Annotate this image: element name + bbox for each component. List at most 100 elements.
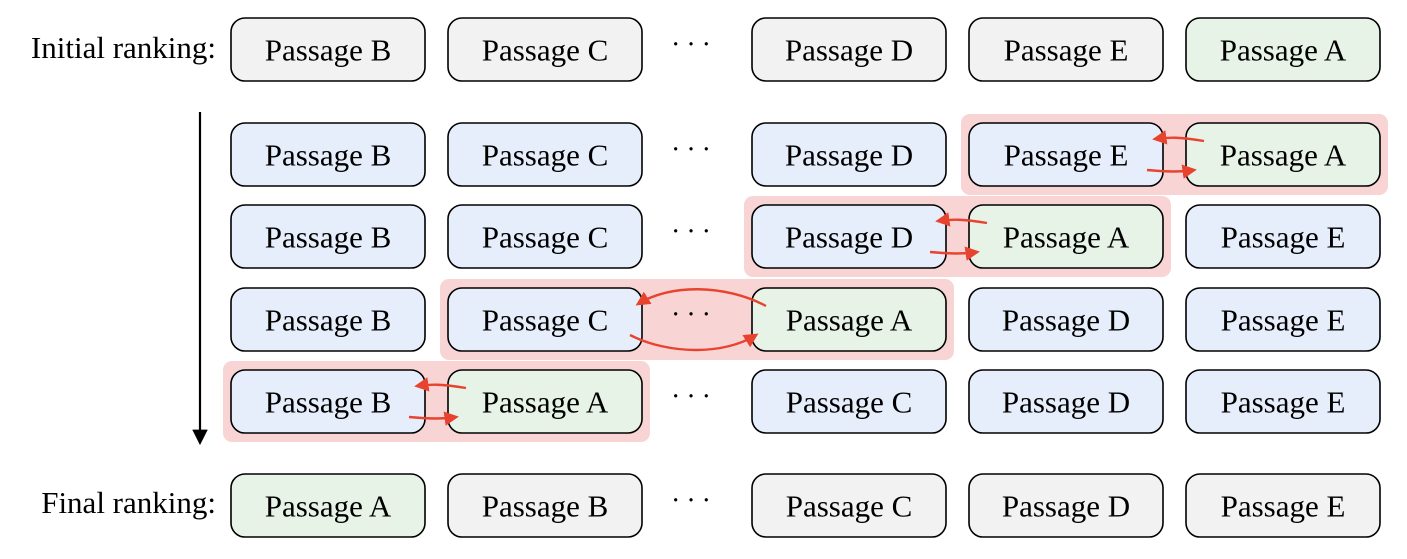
swap-arrow-down	[929, 246, 980, 261]
passage-box-passage-b: Passage B	[230, 369, 426, 434]
passage-box-shape	[968, 369, 1164, 434]
passage-box-passage-d: Passage D	[751, 122, 947, 187]
passage-box-passage-c: Passage C	[447, 204, 643, 269]
passage-box-passage-b: Passage B	[230, 122, 426, 187]
passage-box-shape	[751, 122, 947, 187]
passage-box-passage-e: Passage E	[1185, 369, 1381, 434]
passage-label: Passage E	[1221, 489, 1346, 524]
passage-box-passage-a: Passage A	[751, 287, 947, 352]
passage-box-shape	[230, 473, 426, 538]
passage-box-shape	[447, 122, 643, 187]
passage-label: Passage D	[785, 138, 913, 173]
passage-box-passage-a: Passage A	[1185, 17, 1381, 82]
passage-box-passage-a: Passage A	[447, 369, 643, 434]
swap-arrow-up	[414, 377, 467, 392]
passage-label: Passage B	[265, 385, 392, 420]
passage-label: Passage A	[482, 385, 609, 420]
passage-box-passage-b: Passage B	[447, 473, 643, 538]
passage-box-shape	[447, 287, 643, 352]
passage-box-shape	[968, 122, 1164, 187]
ellipsis: ···	[671, 217, 717, 248]
passage-box-shape	[230, 204, 426, 269]
passage-box-shape	[230, 287, 426, 352]
passage-box-shape	[1185, 287, 1381, 352]
ellipsis: ···	[671, 382, 717, 413]
passage-label: Passage A	[1003, 220, 1130, 255]
passage-box-passage-c: Passage C	[447, 17, 643, 82]
passage-label: Passage C	[786, 385, 913, 420]
passage-label: Passage D	[1002, 489, 1130, 524]
passage-box-shape	[1185, 473, 1381, 538]
passage-box-shape	[230, 122, 426, 187]
passage-box-shape	[1185, 122, 1381, 187]
passage-label: Passage A	[1220, 138, 1347, 173]
passage-label: Passage E	[1221, 220, 1346, 255]
final-ranking-label: Final ranking:	[41, 485, 216, 520]
passage-label: Passage D	[1002, 303, 1130, 338]
passage-label: Passage C	[482, 303, 609, 338]
passage-box-shape	[1185, 17, 1381, 82]
passage-box-passage-d: Passage D	[751, 17, 947, 82]
passage-box-shape	[751, 369, 947, 434]
passage-box-shape	[751, 204, 947, 269]
passage-box-shape	[751, 17, 947, 82]
passage-label: Passage C	[482, 138, 609, 173]
passage-box-passage-d: Passage D	[968, 473, 1164, 538]
passage-label: Passage E	[1004, 33, 1129, 68]
passage-box-passage-e: Passage E	[1185, 473, 1381, 538]
passage-box-shape	[447, 204, 643, 269]
passage-label: Passage E	[1004, 138, 1129, 173]
swap-arrows	[408, 130, 1205, 426]
passage-box-passage-e: Passage E	[968, 17, 1164, 82]
ellipsis: ···	[671, 486, 717, 517]
passage-box-passage-c: Passage C	[751, 369, 947, 434]
passage-box-passage-e: Passage E	[1185, 287, 1381, 352]
passage-label: Passage A	[1220, 33, 1347, 68]
passage-label: Passage D	[785, 220, 913, 255]
ellipsis: ···	[671, 30, 717, 61]
swap-arrow-down	[408, 411, 459, 426]
passage-label: Passage E	[1221, 303, 1346, 338]
passage-box-passage-e: Passage E	[1185, 204, 1381, 269]
ranking-row-1: Passage B Passage C ··· Passage D Passage E P…	[230, 17, 1381, 82]
passage-label: Passage A	[265, 489, 392, 524]
passage-label: Passage B	[265, 303, 392, 338]
initial-ranking-label: Initial ranking:	[31, 30, 216, 65]
swap-arrow-down	[629, 333, 759, 352]
passage-label: Passage C	[482, 33, 609, 68]
passage-label: Passage C	[482, 220, 609, 255]
ranking-row-6: Passage A Passage B ··· Passage C Passage D P…	[230, 473, 1381, 538]
swap-arrow-up	[935, 212, 988, 227]
swap-arrow-up	[635, 288, 767, 308]
passage-box-passage-d: Passage D	[968, 287, 1164, 352]
passage-box-shape	[230, 369, 426, 434]
passage-box-shape	[1185, 369, 1381, 434]
passage-label: Passage D	[1002, 385, 1130, 420]
passage-box-passage-d: Passage D	[751, 204, 947, 269]
passage-box-passage-c: Passage C	[447, 287, 643, 352]
passage-label: Passage A	[786, 303, 913, 338]
passage-label: Passage B	[265, 33, 392, 68]
passage-box-shape	[447, 17, 643, 82]
swap-arrow-down	[1146, 164, 1197, 179]
passage-box-shape	[968, 473, 1164, 538]
passage-label: Passage E	[1221, 385, 1346, 420]
passage-box-passage-c: Passage C	[447, 122, 643, 187]
passage-box-shape	[751, 473, 947, 538]
passage-label: Passage D	[785, 33, 913, 68]
passage-box-shape	[1185, 204, 1381, 269]
passage-label: Passage B	[265, 138, 392, 173]
passage-label: Passage C	[786, 489, 913, 524]
passage-box-passage-a: Passage A	[230, 473, 426, 538]
ranking-row-3: Passage B Passage C ··· Passage D Passage A P…	[230, 204, 1381, 269]
passage-box-shape	[968, 287, 1164, 352]
passage-box-passage-b: Passage B	[230, 17, 426, 82]
passage-box-passage-b: Passage B	[230, 204, 426, 269]
passage-box-passage-a: Passage A	[968, 204, 1164, 269]
passage-box-passage-a: Passage A	[1185, 122, 1381, 187]
ranking-row-5: Passage B Passage A ··· Passage C Passage D P…	[230, 369, 1381, 434]
passage-box-passage-e: Passage E	[968, 122, 1164, 187]
passage-box-passage-b: Passage B	[230, 287, 426, 352]
